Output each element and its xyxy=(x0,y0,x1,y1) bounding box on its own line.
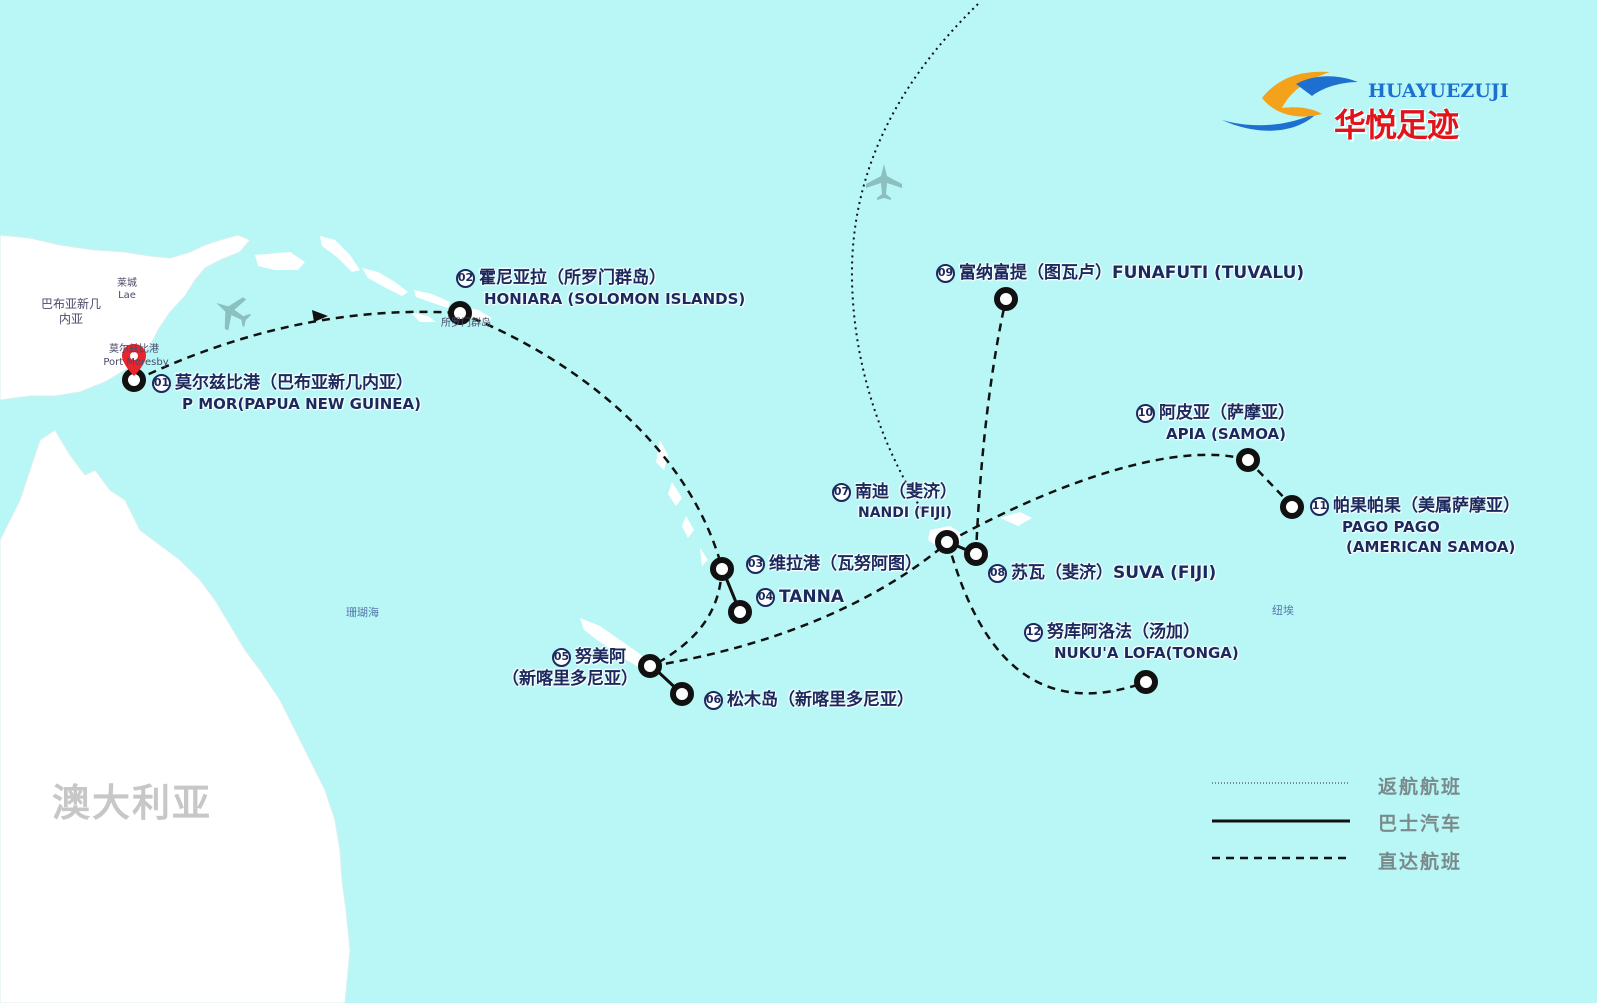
legend-item-bus: 巴士汽车 xyxy=(1210,807,1490,835)
stop-marker-06[interactable] xyxy=(670,682,694,706)
stop-number-07: 07 xyxy=(832,482,851,502)
logo-latin-text: HUAYUEZUJI xyxy=(1368,80,1509,102)
route-02-03 xyxy=(459,311,724,569)
new-britain xyxy=(255,252,305,270)
stop-name-en-05: （新喀里多尼亚） xyxy=(502,669,638,689)
stop-marker-09[interactable] xyxy=(994,287,1018,311)
route-07-12 xyxy=(946,541,1147,695)
stop-name-cn-07: 南迪（斐济） xyxy=(855,482,957,502)
stop-name-cn-03: 维拉港（瓦努阿图） xyxy=(769,554,922,574)
stop-number-01: 01 xyxy=(152,373,171,393)
stop-name-cn-10: 阿皮亚（萨摩亚） xyxy=(1159,403,1295,423)
stop-name-cn-11: 帕果帕果（美属萨摩亚） xyxy=(1333,496,1520,516)
stop-marker-10[interactable] xyxy=(1236,448,1260,472)
stop-marker-11[interactable] xyxy=(1280,495,1304,519)
direct-flight-routes xyxy=(135,298,1293,695)
route-08-09 xyxy=(974,298,1008,555)
direction-arrow-icon xyxy=(312,310,328,322)
stop-name-en-02: HONIARA (SOLOMON ISLANDS) xyxy=(484,290,746,308)
legend-item-return-flight: 返航航班 xyxy=(1210,770,1490,798)
location-pin-icon xyxy=(122,344,146,376)
stop-number-06: 06 xyxy=(704,690,723,710)
png-landmass xyxy=(0,234,251,401)
stop-number-08: 08 xyxy=(988,563,1007,583)
stop-number-09: 09 xyxy=(936,263,955,283)
port-moresby-cn-label: 莫尔兹比港 xyxy=(109,344,159,355)
plane-icon xyxy=(216,297,252,331)
stop-name-en-11: PAGO PAGO xyxy=(1342,518,1440,536)
route-03-05 xyxy=(651,567,724,668)
stop-marker-08[interactable] xyxy=(964,542,988,566)
new-caledonia xyxy=(580,618,650,668)
plane-icon xyxy=(866,164,902,200)
return-flight-route xyxy=(850,3,979,516)
stop-name-cn-12: 努库阿洛法（汤加） xyxy=(1047,622,1200,642)
stop-marker-02[interactable] xyxy=(448,301,472,325)
stop-number-11: 11 xyxy=(1310,496,1329,516)
stop-name-en-10: APIA (SAMOA) xyxy=(1166,425,1287,443)
stop-name-cn-05: 努美阿 xyxy=(575,647,626,667)
logo-cn-text: 华悦足迹 xyxy=(1334,106,1459,144)
legend-label-direct-flight: 直达航班 xyxy=(1378,851,1463,873)
niue-label: 纽埃 xyxy=(1272,604,1294,617)
stop-name-en-01: P MOR(PAPUA NEW GUINEA) xyxy=(182,395,421,413)
stop-name-cn-08: 苏瓦（斐济）SUVA (FIJI) xyxy=(1011,563,1217,583)
stop-marker-05[interactable] xyxy=(638,654,662,678)
stop-marker-04[interactable] xyxy=(728,600,752,624)
logo-mark xyxy=(1222,71,1358,131)
stop-number-05: 05 xyxy=(552,647,571,667)
png-country-label: 巴布亚新几内亚 xyxy=(40,297,101,326)
stop-name-cn-04: TANNA xyxy=(779,587,845,607)
lae-cn-label: 莱城 xyxy=(117,278,137,289)
stop-number-02: 02 xyxy=(456,268,475,288)
solomon-small-label: 所罗门群岛 xyxy=(441,318,491,329)
legend-lines xyxy=(1212,782,1350,860)
stop-name-cn-01: 莫尔兹比港（巴布亚新几内亚） xyxy=(175,373,413,393)
route-10-11 xyxy=(1247,459,1293,507)
stop-marker-03[interactable] xyxy=(710,557,734,581)
stop-name-cn-06: 松木岛（新喀里多尼亚） xyxy=(727,690,914,710)
route-07-10 xyxy=(947,453,1249,544)
vanuatu-islands xyxy=(656,440,708,566)
stop-name-cn-02: 霍尼亚拉（所罗门群岛） xyxy=(479,268,666,288)
australia-landmass xyxy=(0,429,351,1003)
stop-markers xyxy=(122,287,1304,706)
route-05-07 xyxy=(651,541,949,668)
lae-en-label: Lae xyxy=(118,290,136,301)
legend-label-return-flight: 返航航班 xyxy=(1378,776,1463,798)
stop-number-03: 03 xyxy=(746,554,765,574)
stop-marker-07[interactable] xyxy=(935,530,959,554)
stop-name-en-12: NUKU'A LOFA(TONGA) xyxy=(1054,644,1239,662)
stop-marker-12[interactable] xyxy=(1134,670,1158,694)
coral-sea-label: 珊瑚海 xyxy=(346,606,379,619)
stop-name-en-11-extra: (AMERICAN SAMOA) xyxy=(1346,538,1516,556)
stop-name-en-07: NANDI (FIJI) xyxy=(858,505,952,521)
new-ireland xyxy=(320,236,360,272)
port-moresby-en-label: Port Moresby xyxy=(103,357,169,368)
stop-number-10: 10 xyxy=(1136,403,1155,423)
stop-number-04: 04 xyxy=(756,587,775,607)
stop-name-cn-09: 富纳富提（图瓦卢）FUNAFUTI (TUVALU) xyxy=(959,263,1305,283)
legend-item-direct-flight: 直达航班 xyxy=(1210,845,1490,873)
legend-label-bus: 巴士汽车 xyxy=(1378,813,1463,835)
australia-label: 澳大利亚 xyxy=(52,781,213,825)
route-01-02 xyxy=(135,310,461,382)
stop-number-12: 12 xyxy=(1024,622,1043,642)
